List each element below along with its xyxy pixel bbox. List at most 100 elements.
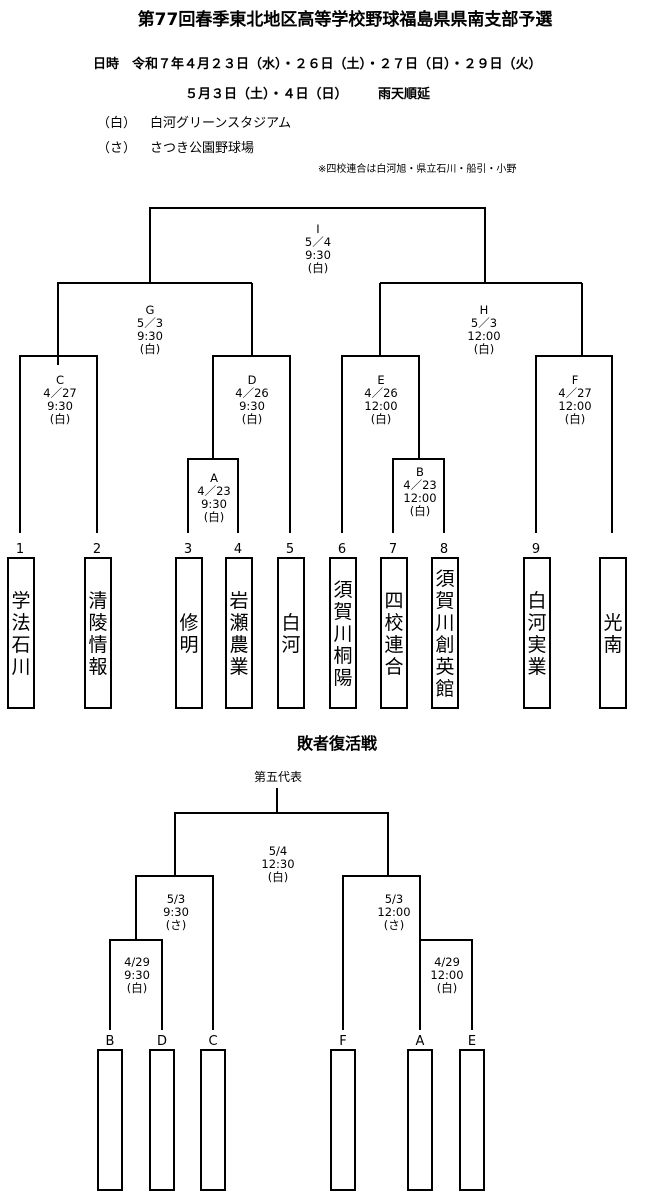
svg-text:12:00: 12:00 <box>364 399 397 413</box>
svg-text:(白): (白) <box>268 870 288 884</box>
slot-box <box>459 1049 485 1191</box>
team-number: 3 <box>184 542 192 557</box>
match-label-C: C 4／27 9:30 (白) <box>43 373 76 426</box>
repechage-title: 敗者復活戦 <box>297 734 378 753</box>
match-label-H: H 5／3 12:00 (白) <box>467 303 500 356</box>
page-title: 第77回春季東北地区高等学校野球福島県県南支部予選 <box>138 9 553 30</box>
team-name: 白河 <box>281 612 300 656</box>
svg-text:12:00: 12:00 <box>377 905 410 919</box>
alliance-note: ※四校連合は白河旭・県立石川・船引・小野 <box>318 162 516 175</box>
team-numbers: 1 2 3 4 5 6 7 8 9 <box>16 542 540 557</box>
slot-box <box>407 1049 433 1191</box>
match-label-A: A 4／23 9:30 (白) <box>197 471 230 524</box>
team-name: 須賀川創英館 <box>435 568 454 700</box>
repechage-match-left-semi: 5/3 9:30 (さ) <box>163 892 189 932</box>
team-number: 7 <box>389 542 397 557</box>
svg-text:12:00: 12:00 <box>558 399 591 413</box>
svg-text:5／3: 5／3 <box>471 316 497 330</box>
slot-box <box>200 1049 226 1191</box>
svg-text:D: D <box>248 373 257 387</box>
team-name: 白河実業 <box>527 590 546 678</box>
slot-box <box>97 1049 123 1191</box>
svg-text:12:00: 12:00 <box>430 968 463 982</box>
match-label-B: B 4／23 12:00 (白) <box>403 465 436 518</box>
team-boxes <box>7 557 627 709</box>
repechage-match-left-first: 4/29 9:30 (白) <box>124 955 150 995</box>
team-name: 清陵情報 <box>88 590 107 678</box>
svg-text:9:30: 9:30 <box>124 968 150 982</box>
svg-text:12:00: 12:00 <box>467 329 500 343</box>
venue-name-shirakawa: 白河グリーンスタジアム <box>150 115 291 131</box>
svg-text:I: I <box>316 222 319 236</box>
slot-label: B <box>106 1034 115 1049</box>
main-bracket-lines <box>19 207 613 533</box>
svg-text:A: A <box>210 471 218 485</box>
svg-text:C: C <box>56 373 64 387</box>
repechage-match-final: 5/4 12:30 (白) <box>261 844 294 884</box>
svg-text:5／3: 5／3 <box>137 316 163 330</box>
svg-text:9:30: 9:30 <box>137 329 163 343</box>
repechage-match-right-semi: 5/3 12:00 (さ) <box>377 892 410 932</box>
svg-text:9:30: 9:30 <box>47 399 73 413</box>
svg-text:(白): (白) <box>410 504 430 518</box>
svg-text:B: B <box>416 465 424 479</box>
svg-text:(白): (白) <box>140 342 160 356</box>
svg-text:(白): (白) <box>474 342 494 356</box>
repechage-match-right-first: 4/29 12:00 (白) <box>430 955 463 995</box>
team-box <box>599 557 627 709</box>
match-label-G: G 5／3 9:30 (白) <box>137 303 163 356</box>
repechage-slot-boxes <box>97 1049 485 1191</box>
svg-text:12:00: 12:00 <box>403 491 436 505</box>
slot-label: C <box>208 1034 217 1049</box>
team-box <box>329 557 357 709</box>
team-number: 6 <box>338 542 346 557</box>
slot-label: D <box>157 1034 167 1049</box>
svg-text:E: E <box>377 373 384 387</box>
schedule-rain-delay: 雨天順延 <box>378 86 431 102</box>
team-name: 四校連合 <box>384 590 403 678</box>
slot-label: E <box>468 1034 476 1049</box>
slot-box <box>330 1049 356 1191</box>
team-box <box>7 557 35 709</box>
match-label-E: E 4／26 12:00 (白) <box>364 373 397 426</box>
svg-text:(白): (白) <box>371 412 391 426</box>
svg-text:4／26: 4／26 <box>364 386 397 400</box>
fifth-representative-label: 第五代表 <box>254 770 302 784</box>
team-box <box>84 557 112 709</box>
schedule-line-2-dates: ５月３日（土）・４日（日） <box>185 86 348 102</box>
svg-text:4/29: 4/29 <box>124 955 150 969</box>
svg-text:9:30: 9:30 <box>305 248 331 262</box>
svg-text:(白): (白) <box>308 261 328 275</box>
match-label-F: F 4／27 12:00 (白) <box>558 373 591 426</box>
svg-text:5/4: 5/4 <box>269 844 288 858</box>
team-box <box>225 557 253 709</box>
svg-text:(白): (白) <box>437 981 457 995</box>
svg-text:(白): (白) <box>242 412 262 426</box>
svg-text:(白): (白) <box>565 412 585 426</box>
svg-text:F: F <box>572 373 579 387</box>
team-number: 2 <box>93 542 101 557</box>
team-name: 須賀川桐陽 <box>333 579 352 689</box>
match-label-I: I 5／4 9:30 (白) <box>305 222 331 275</box>
svg-text:9:30: 9:30 <box>239 399 265 413</box>
svg-text:(さ): (さ) <box>384 918 404 932</box>
match-label-D: D 4／26 9:30 (白) <box>235 373 268 426</box>
svg-text:4/29: 4/29 <box>434 955 460 969</box>
svg-text:4／27: 4／27 <box>43 386 76 400</box>
svg-text:H: H <box>480 303 489 317</box>
repechage-slot-labels: B D C F A E <box>106 1034 477 1049</box>
svg-text:4／23: 4／23 <box>403 478 436 492</box>
team-box <box>523 557 551 709</box>
svg-text:4／23: 4／23 <box>197 484 230 498</box>
team-name: 光南 <box>603 612 622 656</box>
svg-text:5/3: 5/3 <box>385 892 404 906</box>
svg-text:9:30: 9:30 <box>163 905 189 919</box>
svg-text:4／26: 4／26 <box>235 386 268 400</box>
schedule-line-1: 日時 令和７年４月２３日（水）・２６日（土）・２７日（日）・２９日（火） <box>93 56 542 72</box>
repechage-bracket-lines <box>109 788 473 1030</box>
team-number: 4 <box>234 542 242 557</box>
svg-text:(さ): (さ) <box>166 918 186 932</box>
svg-text:9:30: 9:30 <box>201 497 227 511</box>
svg-text:12:30: 12:30 <box>261 857 294 871</box>
